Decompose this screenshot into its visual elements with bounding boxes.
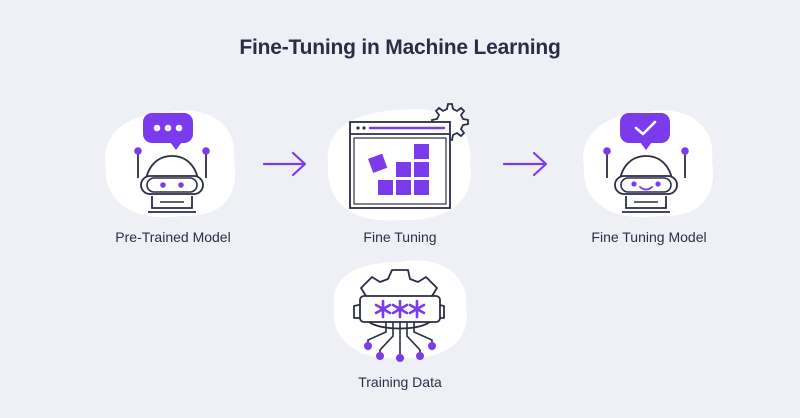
arrow-2: [502, 151, 548, 177]
training-data-label: Training Data: [358, 374, 442, 390]
fine-tuning-model-label: Fine Tuning Model: [591, 229, 707, 245]
diagram-title: Fine-Tuning in Machine Learning: [239, 36, 561, 59]
pretrained-model-label: Pre-Trained Model: [115, 229, 231, 245]
fine-tuning-label: Fine Tuning: [363, 229, 437, 245]
gear-data-icon: [353, 269, 445, 362]
browser-blocks-gear-icon: [349, 103, 469, 209]
arrow-1: [262, 151, 307, 177]
robot-chat-icon: [134, 113, 210, 213]
robot-check-icon: [603, 113, 689, 213]
